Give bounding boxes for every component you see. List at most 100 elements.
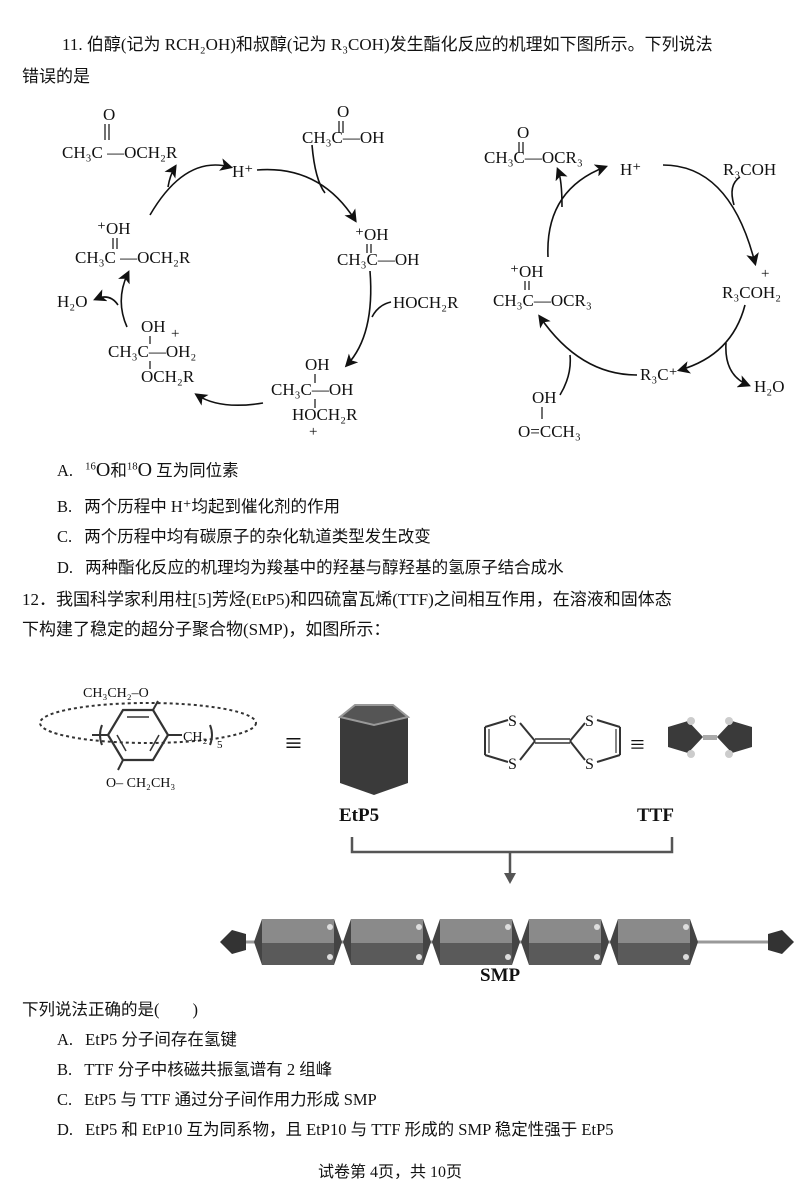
- left-primary-alcohol: HOCH₂R: [393, 293, 459, 312]
- smp-etp5-unit-bottom: [529, 943, 601, 965]
- smp-ttf-link: [610, 919, 618, 965]
- right-protonated-alcohol-plus: +: [761, 266, 769, 282]
- smp-h-atom: [594, 924, 600, 930]
- smp-h-atom: [327, 954, 333, 960]
- arrow-acid-attack: [538, 314, 638, 376]
- q11-option-c[interactable]: C. 两个历程中均有碳原子的杂化轨道类型发生改变: [57, 527, 431, 546]
- left-tetra1-mid: CH₃C—OH: [271, 380, 353, 399]
- left-tetra1-bot: HOCH₂R: [292, 405, 358, 424]
- right-acid-bot: O=CCH₃: [518, 422, 581, 441]
- smp-ttf-link: [432, 919, 440, 965]
- smp-ttf-end-left: [220, 930, 246, 954]
- ttf-model: [668, 717, 752, 758]
- arrow-release-water: [93, 289, 119, 306]
- right-ester-product: CH₃C—OCR₃: [484, 148, 583, 167]
- right-acid-top: OH: [532, 388, 557, 407]
- arrow-add-alcohol: [344, 270, 372, 368]
- page-footer: 试卷第 4页，共 10页: [318, 1164, 463, 1181]
- right-tertiary-alcohol: R₃COH: [723, 160, 776, 179]
- arrow-release-ester: [164, 164, 177, 188]
- right-water: H₂O: [754, 377, 784, 396]
- q11-stem-line2: 错误的是: [22, 67, 90, 86]
- left-ester-carbonyl-o: O: [103, 105, 115, 124]
- smp-h-atom: [594, 954, 600, 960]
- etp5-pillar-model: [337, 704, 411, 795]
- right-protonated-alcohol: R₃COH₂: [722, 283, 781, 302]
- left-h-plus: H⁺: [232, 162, 253, 181]
- left-protonated-ester-top: ⁺OH: [97, 219, 131, 238]
- right-protonated-ester-top: ⁺OH: [510, 262, 544, 281]
- q12-option-c[interactable]: C. EtP5 与 TTF 通过分子间作用力形成 SMP: [57, 1090, 377, 1109]
- left-tetra2-top: OH: [141, 317, 166, 336]
- q12-option-d[interactable]: D. EtP5 和 EtP10 互为同系物，且 EtP10 与 TTF 形成的 …: [57, 1120, 614, 1139]
- smp-ttf-link: [521, 919, 529, 965]
- etp5-side-group: CH₂: [183, 730, 207, 745]
- q11-option-b[interactable]: B. 两个历程中 H⁺均起到催化剂的作用: [57, 497, 341, 516]
- arrow-protonate-alcohol: [662, 164, 759, 267]
- ttf-s-atom: S: [585, 756, 594, 773]
- arrow-release-ester-right: [555, 167, 568, 208]
- right-ester-carbonyl-o: O: [517, 123, 529, 142]
- smp-etp5-unit-top: [351, 919, 423, 943]
- ttf-s-atom: S: [585, 713, 594, 730]
- left-tetra1-top: OH: [305, 355, 330, 374]
- tertiary-alcohol-mechanism-diagram: O CH₃C—OCR₃ H⁺ R₃COH + R₃COH₂ H₂O R₃C⁺ O…: [484, 123, 784, 441]
- left-protonated-ester: CH₃C —OCH₂R: [75, 248, 191, 267]
- arrow-alcohol-in-right: [731, 176, 741, 206]
- smp-chain-model: [220, 919, 794, 965]
- smp-ttf-link: [334, 919, 342, 965]
- smp-h-atom: [683, 954, 689, 960]
- ttf-structure: S S S S: [484, 713, 621, 773]
- left-tetra2-plus: +: [171, 326, 179, 342]
- arrow-to-h-plus: [149, 158, 234, 216]
- arrow-form-carbocation: [676, 304, 746, 374]
- smp-etp5-unit-top: [529, 919, 601, 943]
- ttf-s-atom: S: [508, 713, 517, 730]
- smp-h-atom: [416, 924, 422, 930]
- q12-option-b[interactable]: B. TTF 分子中核磁共振氢谱有 2 组峰: [57, 1060, 333, 1079]
- smp-h-atom: [505, 954, 511, 960]
- arrow-alcohol-in: [371, 301, 392, 318]
- combine-bracket-arrow: [350, 837, 674, 884]
- q12-prompt: 下列说法正确的是( ): [22, 1000, 198, 1019]
- smp-h-atom: [683, 924, 689, 930]
- smp-ttf-end-right: [768, 930, 794, 954]
- smp-ttf-link: [601, 919, 609, 965]
- arrow-protonate-acid: [256, 168, 357, 223]
- smp-h-atom: [416, 954, 422, 960]
- smp-ttf-link: [423, 919, 431, 965]
- right-carbocation: R₃C⁺: [640, 365, 678, 384]
- etp5-bottom-group: O– CH₂CH₃: [106, 776, 175, 791]
- primary-alcohol-mechanism-diagram: O CH₃C —OCH₂R H⁺ O CH₃C—OH ⁺OH CH₃C—OH H…: [57, 102, 459, 440]
- q11-option-d[interactable]: D. 两种酯化反应的机理均为羧基中的羟基与醇羟基的氢原子结合成水: [57, 558, 564, 577]
- arrow-lose-water: [118, 270, 130, 328]
- smp-figure: CH₃CH₂–O CH₂ 5 O– CH₂CH₃ ≡ EtP5: [39, 686, 794, 986]
- smp-etp5-unit-bottom: [440, 943, 512, 965]
- left-water: H₂O: [57, 292, 87, 311]
- etp5-top-group: CH₃CH₂–O: [83, 686, 149, 701]
- smp-ttf-link: [254, 919, 262, 965]
- left-protonated-acid: CH₃C—OH: [337, 250, 419, 269]
- smp-ttf-link: [690, 919, 698, 965]
- smp-etp5-unit-bottom: [618, 943, 690, 965]
- q11-option-a[interactable]: A. 16O和18O 互为同位素: [57, 459, 239, 481]
- q12-option-a[interactable]: A. EtP5 分子间存在氢键: [57, 1030, 237, 1049]
- arrow-release-water-right: [725, 342, 751, 388]
- smp-h-atom: [505, 924, 511, 930]
- etp5-label: EtP5: [339, 805, 379, 826]
- left-acid-carbonyl-o: O: [337, 102, 349, 121]
- left-ester-product: CH₃C —OCH₂R: [62, 143, 178, 162]
- arrow-proton-transfer: [194, 393, 264, 407]
- smp-etp5-unit-bottom: [351, 943, 423, 965]
- smp-ttf-link: [343, 919, 351, 965]
- right-h-plus: H⁺: [620, 160, 641, 179]
- ttf-s-atom: S: [508, 756, 517, 773]
- q11-stem-line1: 11. 伯醇(记为 RCH₂OH)和叔醇(记为 R₃COH)发生酯化反应的机理如…: [62, 35, 713, 54]
- q12-stem-line2: 下构建了稳定的超分子聚合物(SMP)，如图所示：: [22, 620, 391, 639]
- ttf-equiv-symbol: ≡: [630, 730, 645, 759]
- left-tetra2-bot: OCH₂R: [141, 367, 195, 386]
- smp-etp5-unit-top: [262, 919, 334, 943]
- q12-stem-line1: 12．我国科学家利用柱[5]芳烃(EtP5)和四硫富瓦烯(TTF)之间相互作用，…: [22, 590, 672, 609]
- arrow-to-h-plus-right: [547, 164, 608, 258]
- arrow-acid-in-right: [559, 354, 572, 396]
